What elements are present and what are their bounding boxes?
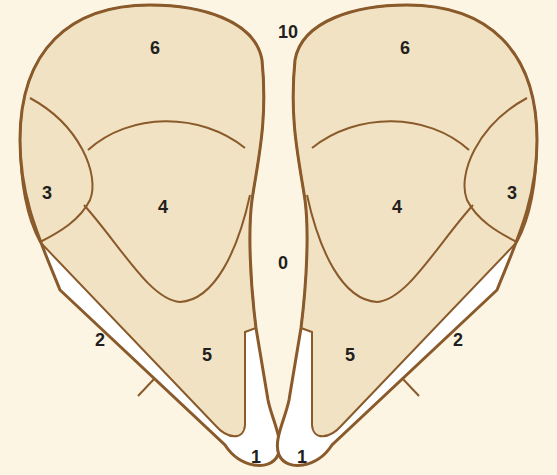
region-number: 1 — [251, 448, 261, 466]
region-number: 4 — [392, 198, 402, 216]
region-number: 5 — [202, 346, 212, 364]
right-lobe — [277, 5, 537, 465]
region-number: 6 — [150, 39, 160, 57]
region-number: 0 — [278, 254, 288, 272]
left-lobe — [20, 5, 280, 465]
region-number: 3 — [507, 184, 517, 202]
region-number: 5 — [345, 346, 355, 364]
region-number: 4 — [158, 198, 168, 216]
region-number: 2 — [95, 331, 105, 349]
region-number: 2 — [453, 331, 463, 349]
region-number: 1 — [297, 448, 307, 466]
region-number: 10 — [278, 23, 298, 41]
region-number: 6 — [400, 39, 410, 57]
region-number: 3 — [42, 184, 52, 202]
